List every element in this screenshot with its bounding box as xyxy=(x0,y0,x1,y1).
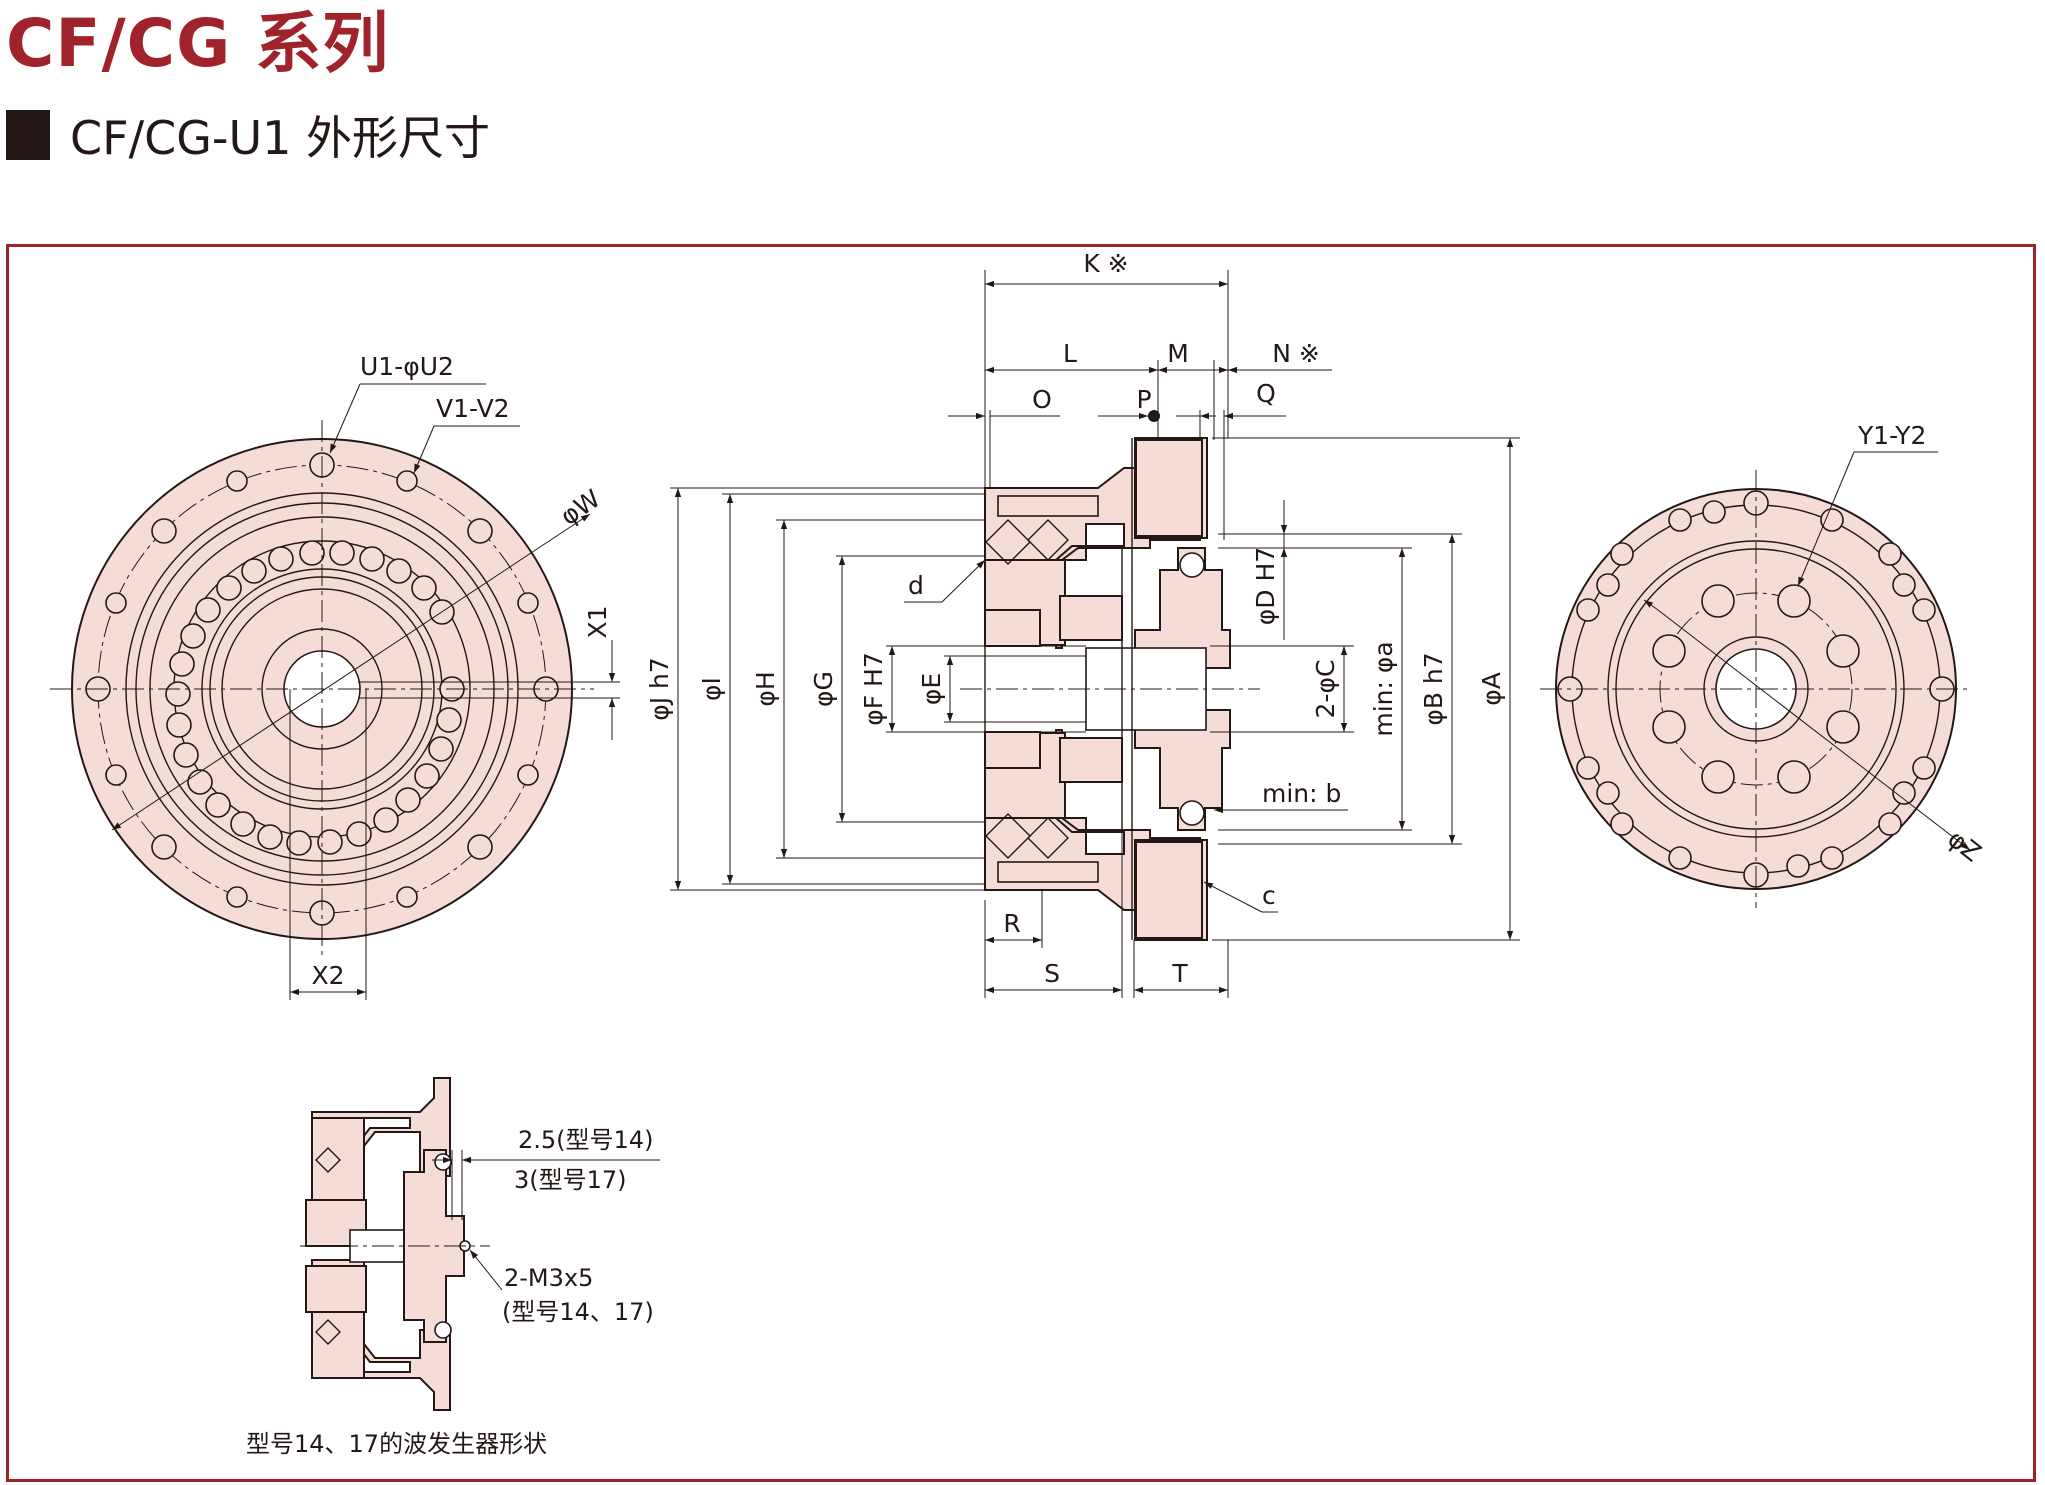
ball-bearing-upper xyxy=(1179,552,1205,578)
label-gap-17: 3(型号17) xyxy=(514,1166,627,1194)
front-view: X1 X2 U1-φU2 V1-V2 φW xyxy=(50,352,620,1000)
label-o: O xyxy=(1032,385,1052,414)
label-gap-14: 2.5(型号14) xyxy=(518,1126,653,1154)
variant-cup-upper xyxy=(311,1077,451,1231)
variant-caption: 型号14、17的波发生器形状 xyxy=(246,1430,547,1458)
series-title: CF/CG 系列 xyxy=(6,5,390,82)
label-2-phi-c: 2-φC xyxy=(1311,660,1340,719)
label-q: Q xyxy=(1256,379,1276,408)
label-phi-d: φD H7 xyxy=(1251,547,1280,625)
section-bullet-square xyxy=(6,110,50,160)
label-k: K ※ xyxy=(1083,249,1128,278)
label-thread-models: (型号14、17) xyxy=(502,1298,654,1326)
label-phi-i: φI xyxy=(697,677,726,701)
label-y1-y2: Y1-Y2 xyxy=(1857,421,1926,450)
label-c: c xyxy=(1262,881,1276,910)
label-phi-w: φW xyxy=(555,484,605,531)
bolt-upper xyxy=(997,495,1099,517)
screw-lower xyxy=(1059,737,1123,783)
section-view: K ※ L M N ※ O P Q R S T xyxy=(645,249,1520,998)
label-p: P xyxy=(1136,385,1151,414)
rear-view: φZ Y1-Y2 xyxy=(1540,421,1987,908)
label-u1-u2: U1-φU2 xyxy=(360,352,454,381)
wave-generator-upper xyxy=(1134,547,1231,669)
label-x2: X2 xyxy=(311,961,344,990)
label-thread: 2-M3x5 xyxy=(504,1264,593,1292)
section-title: CF/CG-U1 外形尺寸 xyxy=(70,111,490,165)
label-s: S xyxy=(1044,959,1060,988)
variant-view: 2.5(型号14) 3(型号17) 2-M3x5 (型号14、17) 型号14、… xyxy=(246,1077,660,1458)
label-phi-j: φJ h7 xyxy=(645,657,674,721)
label-phi-b: φB h7 xyxy=(1419,652,1448,725)
label-x1: X1 xyxy=(583,605,612,638)
label-phi-e: φE xyxy=(917,673,946,705)
datum-point xyxy=(1148,410,1160,422)
label-phi-g: φG xyxy=(809,671,838,707)
label-t: T xyxy=(1171,959,1188,988)
ball-bearing-lower xyxy=(1179,800,1205,826)
label-m: M xyxy=(1167,339,1189,368)
label-n: N ※ xyxy=(1272,339,1320,368)
section-heading: CF/CG-U1 外形尺寸 xyxy=(6,102,490,168)
label-phi-f: φF H7 xyxy=(859,652,888,726)
label-min-b: min: b xyxy=(1262,779,1341,808)
label-phi-a-big: φA xyxy=(1477,672,1506,706)
bolt-lower xyxy=(997,861,1099,883)
label-d: d xyxy=(908,571,924,600)
label-phi-z: φZ xyxy=(1942,824,1986,868)
label-phi-h: φH xyxy=(751,671,780,706)
output-tapped-holes xyxy=(1652,584,1860,794)
label-min-a: min: φa xyxy=(1369,641,1398,736)
label-l: L xyxy=(1063,339,1077,368)
label-v1-v2: V1-V2 xyxy=(436,394,510,423)
variant-wave-generator xyxy=(403,1149,465,1343)
drawing-frame xyxy=(6,244,2036,1482)
screw-upper xyxy=(1059,595,1123,641)
label-r: R xyxy=(1003,909,1020,938)
wave-generator-lower xyxy=(1134,709,1231,831)
